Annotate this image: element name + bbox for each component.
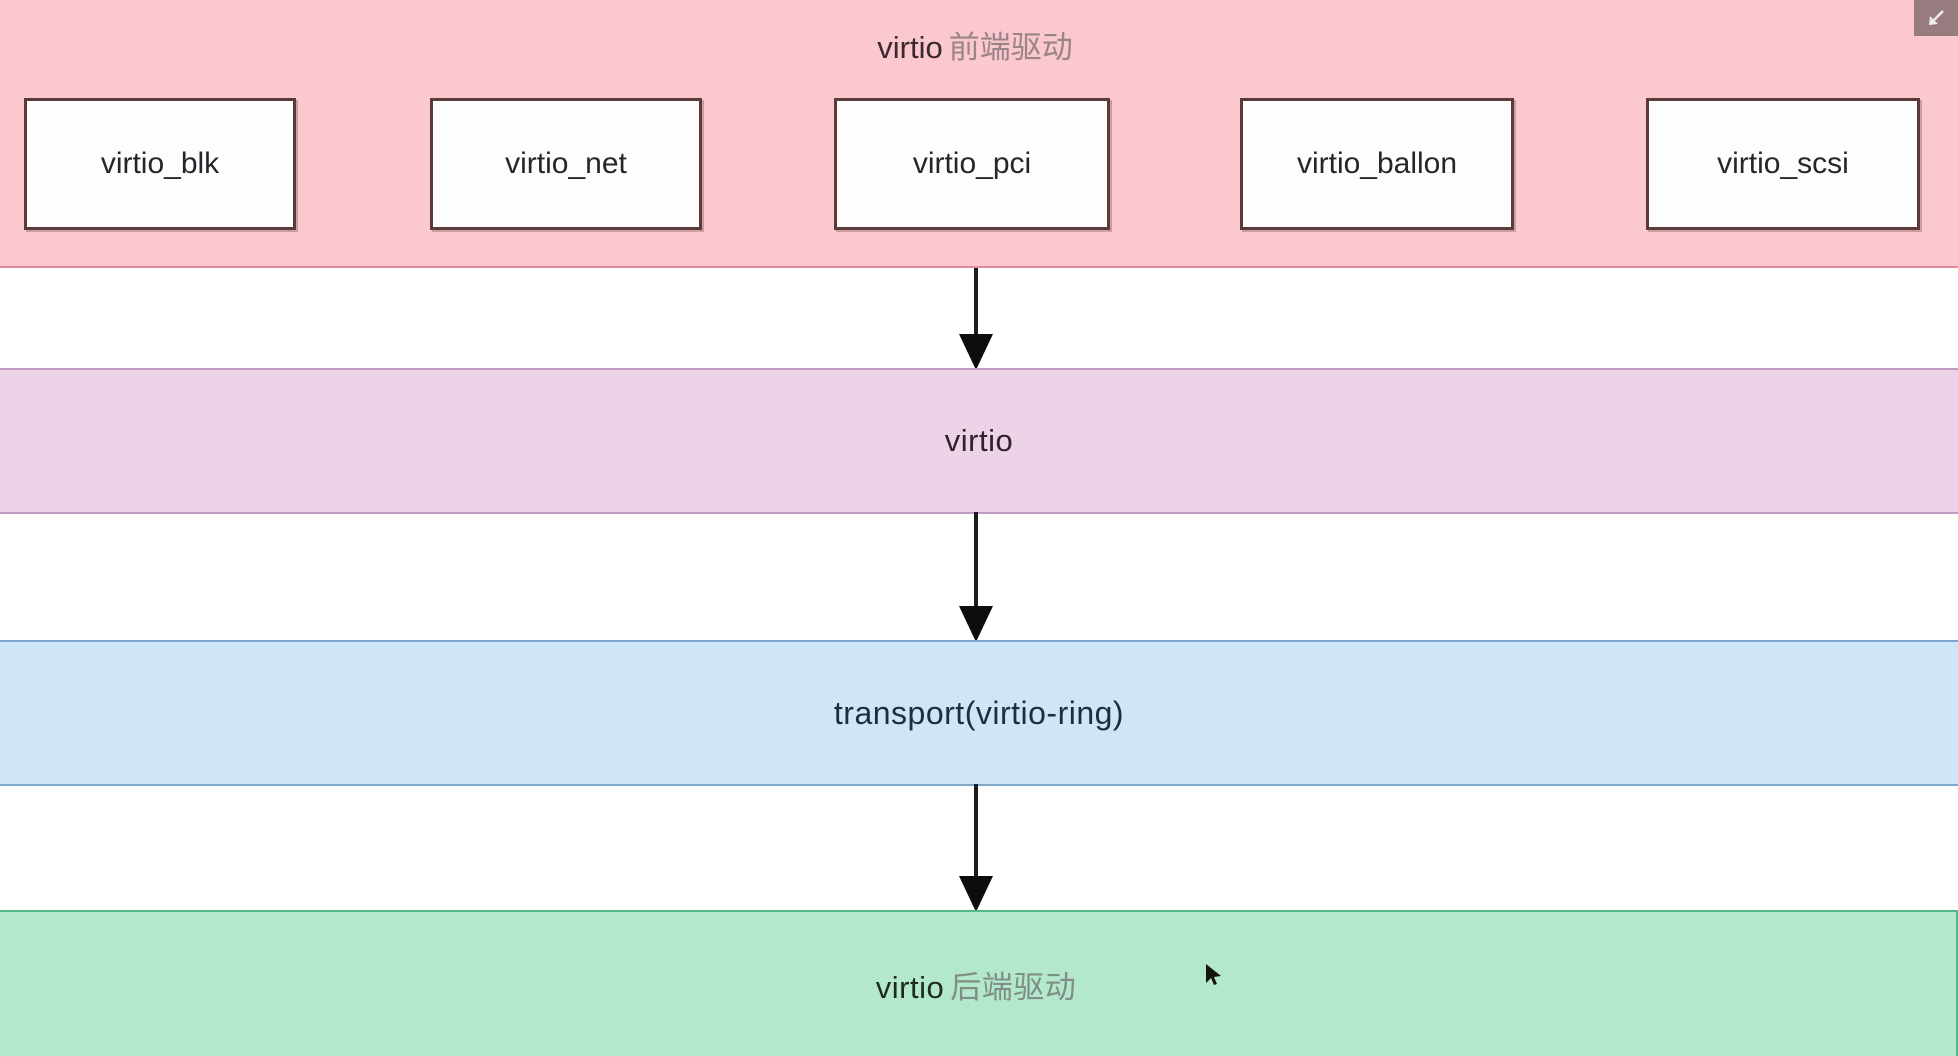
module-box-virtio-blk[interactable]: virtio_blk (24, 98, 296, 230)
connector-frontend-to-virtio (941, 268, 1011, 372)
layer-frontend-title-cjk: 前端驱动 (948, 30, 1073, 65)
layer-transport-label-text: transport(virtio-ring) (833, 694, 1125, 731)
arrow-down-icon (959, 784, 993, 912)
exit-fullscreen-arrow-icon (1929, 10, 1944, 25)
exit-fullscreen-button[interactable] (1914, 0, 1958, 36)
layer-frontend-title-latin: virtio (877, 30, 943, 65)
layer-backend-label-cjk: 后端驱动 (950, 969, 1077, 1005)
module-box-virtio-scsi[interactable]: virtio_scsi (1646, 98, 1920, 230)
module-label: virtio_net (505, 147, 627, 180)
frontend-module-row: virtio_blk virtio_net virtio_pci virtio_… (0, 98, 1954, 230)
module-label: virtio_blk (100, 147, 220, 180)
connector-transport-to-backend (941, 784, 1011, 914)
layer-virtio: virtio (0, 368, 1958, 514)
arrow-down-icon (959, 268, 993, 370)
layer-transport: transport(virtio-ring) (0, 640, 1958, 786)
module-label: virtio_ballon (1296, 147, 1458, 180)
layer-virtio-label: virtio (945, 423, 1013, 459)
module-box-virtio-net[interactable]: virtio_net (430, 98, 702, 230)
layer-backend-label-latin: virtio (875, 969, 945, 1005)
arrow-down-icon (959, 512, 993, 642)
module-box-virtio-pci[interactable]: virtio_pci (834, 98, 1110, 230)
module-box-virtio-ballon[interactable]: virtio_ballon (1240, 98, 1514, 230)
layer-transport-label: transport(virtio-ring) (834, 695, 1124, 732)
module-label: virtio_scsi (1717, 147, 1849, 180)
module-label: virtio_pci (912, 147, 1032, 180)
layer-virtio-label-latin: virtio (944, 423, 1014, 458)
connector-virtio-to-transport (941, 512, 1011, 644)
